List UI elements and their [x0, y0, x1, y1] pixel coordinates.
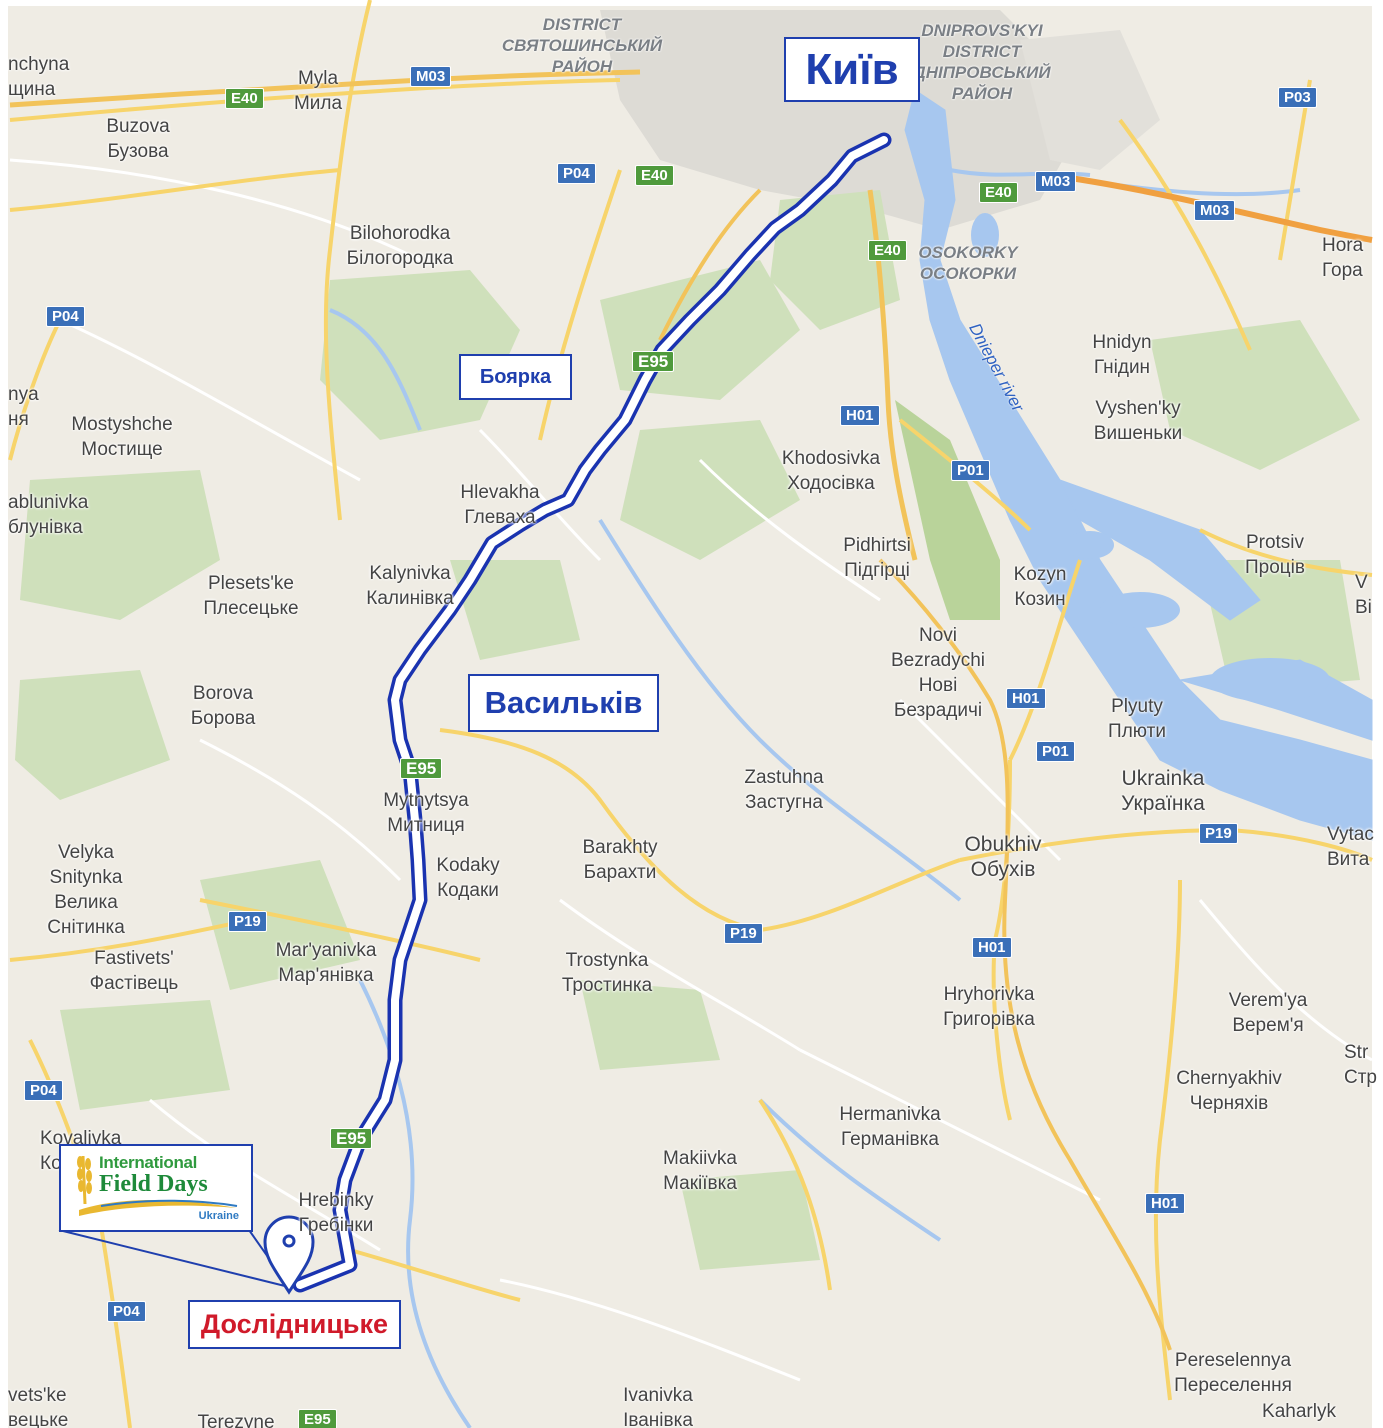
road-shield: E40 [225, 88, 264, 109]
wheat-icon [77, 1155, 238, 1216]
place-label: Fastivets'Фастівець [89, 948, 179, 994]
road-shield: H01 [1006, 688, 1046, 709]
logo-line-2: Field Days [99, 1171, 208, 1197]
logo-line-3: Ukraine [198, 1210, 239, 1222]
road-shield: M03 [410, 66, 452, 87]
road-shield: E40 [868, 240, 907, 261]
road-shield: E95 [330, 1128, 373, 1149]
logo-line-1: International [99, 1153, 198, 1172]
callout-vasylkiv[interactable]: Васильків [468, 674, 659, 732]
callout-kyiv[interactable]: Київ [784, 37, 920, 102]
place-label: Terezyne [197, 1412, 275, 1428]
road-shield: E95 [400, 758, 443, 779]
road-shield: M03 [1194, 200, 1236, 221]
location-pin-icon [263, 1215, 315, 1295]
road-shield: E40 [979, 182, 1018, 203]
callout-boyarka[interactable]: Боярка [459, 354, 572, 400]
road-shield: P04 [557, 163, 596, 184]
road-shield: P04 [107, 1301, 146, 1322]
road-shield: P04 [24, 1080, 63, 1101]
road-shield: H01 [1145, 1193, 1185, 1214]
road-shield: P19 [724, 923, 763, 944]
road-shield: E40 [635, 165, 674, 186]
callout-doslidnytske[interactable]: Дослідницьке [188, 1300, 401, 1349]
place-label: Kaharlyk [1262, 1401, 1336, 1422]
road-shield: P04 [46, 306, 85, 327]
international-field-days-logo[interactable]: International Field Days Ukraine [59, 1144, 253, 1232]
road-shield: P01 [951, 460, 990, 481]
road-shield: M03 [1035, 171, 1077, 192]
road-shield: P19 [1199, 823, 1238, 844]
road-shield: P03 [1278, 87, 1317, 108]
road-shield: E95 [298, 1409, 337, 1428]
road-shield: H01 [840, 405, 880, 426]
road-shield: E95 [632, 351, 675, 372]
road-shield: P19 [228, 911, 267, 932]
road-shield: P01 [1036, 741, 1075, 762]
road-shield: H01 [972, 937, 1012, 958]
